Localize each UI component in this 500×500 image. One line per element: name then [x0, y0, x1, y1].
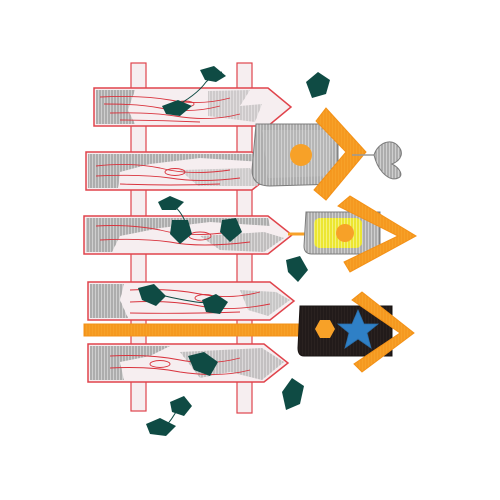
hexagon-window-icon [315, 320, 335, 338]
circle-window-icon [336, 224, 354, 242]
leaf-icon [162, 100, 192, 116]
plank-5 [87, 343, 290, 383]
heart-icon [373, 141, 402, 180]
leaf-icon [138, 284, 166, 306]
plank-3 [83, 215, 294, 255]
leaf-icon [202, 294, 228, 314]
star-icon [336, 308, 380, 349]
leaf-icon [146, 418, 176, 436]
ivy-vines [138, 66, 330, 436]
birdhouse-yellow-window [288, 195, 418, 273]
leaf-icon [306, 72, 330, 98]
birdhouse-gray [251, 107, 402, 201]
circle-window-icon [290, 144, 312, 166]
leaf-icon [188, 352, 218, 376]
orange-rail [83, 323, 313, 337]
roof-arrow-orange [351, 291, 415, 373]
leaf-icon [282, 378, 304, 410]
leaf-icon [170, 396, 192, 416]
leaf-icon [158, 196, 184, 210]
birdhouse-dark-star [297, 291, 415, 373]
leaf-icon [170, 220, 192, 244]
roof-arrow-orange [313, 107, 367, 201]
plank-1 [93, 87, 293, 127]
leaf-icon [200, 66, 226, 82]
roof-arrow-orange [337, 195, 418, 273]
leaf-icon [220, 218, 242, 242]
plank-2 [85, 151, 278, 191]
leaf-icon [286, 256, 308, 282]
